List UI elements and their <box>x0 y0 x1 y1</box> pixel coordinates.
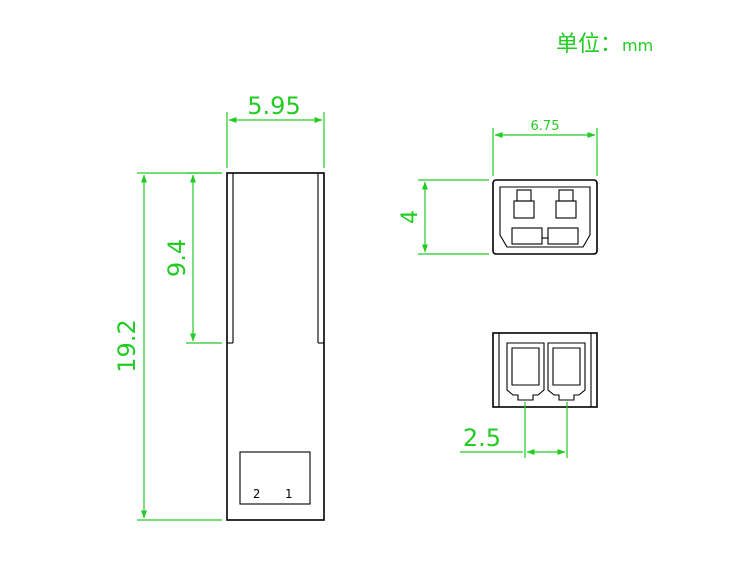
front-outline <box>492 179 598 255</box>
rear-view <box>492 332 598 408</box>
dim-label-total-height: 19.2 <box>113 319 141 372</box>
latch-left-top <box>516 189 532 202</box>
terminal-left <box>513 200 535 219</box>
units-label: 单位：mm <box>556 26 653 58</box>
units-text: 单位： <box>556 32 623 57</box>
dim-front-width: 6.75 <box>492 119 598 176</box>
dim-upper-height: 9.4 <box>163 172 222 344</box>
dim-total-height: 19.2 <box>113 172 222 521</box>
terminal-right <box>555 200 577 219</box>
key-left <box>511 227 543 245</box>
front-view <box>492 179 598 255</box>
key-right <box>547 227 579 245</box>
cavity-left-inner <box>511 347 540 386</box>
pin-label-2: 2 <box>253 487 260 501</box>
connector-body-outline <box>226 172 325 521</box>
latch-right-top <box>558 189 574 202</box>
dim-label-front-height: 4 <box>398 210 423 224</box>
dim-label-upper-height: 9.4 <box>163 239 191 277</box>
dim-label-side-width: 5.95 <box>247 92 300 120</box>
dim-pitch: 2.5 <box>460 402 568 458</box>
cavity-left <box>506 342 545 401</box>
side-view: 2 1 <box>226 172 325 521</box>
pin-label-1: 1 <box>285 487 292 501</box>
dim-front-height: 4 <box>398 179 489 255</box>
dim-label-front-width: 6.75 <box>531 119 560 134</box>
dim-side-width: 5.95 <box>226 92 325 168</box>
pin-window <box>239 451 311 505</box>
units-value: mm <box>622 36 654 55</box>
rear-outline <box>492 332 598 408</box>
cavity-right-inner <box>552 347 581 386</box>
dim-label-pitch: 2.5 <box>463 424 501 452</box>
front-inner-cavity <box>499 186 591 248</box>
cavity-right <box>547 342 586 401</box>
